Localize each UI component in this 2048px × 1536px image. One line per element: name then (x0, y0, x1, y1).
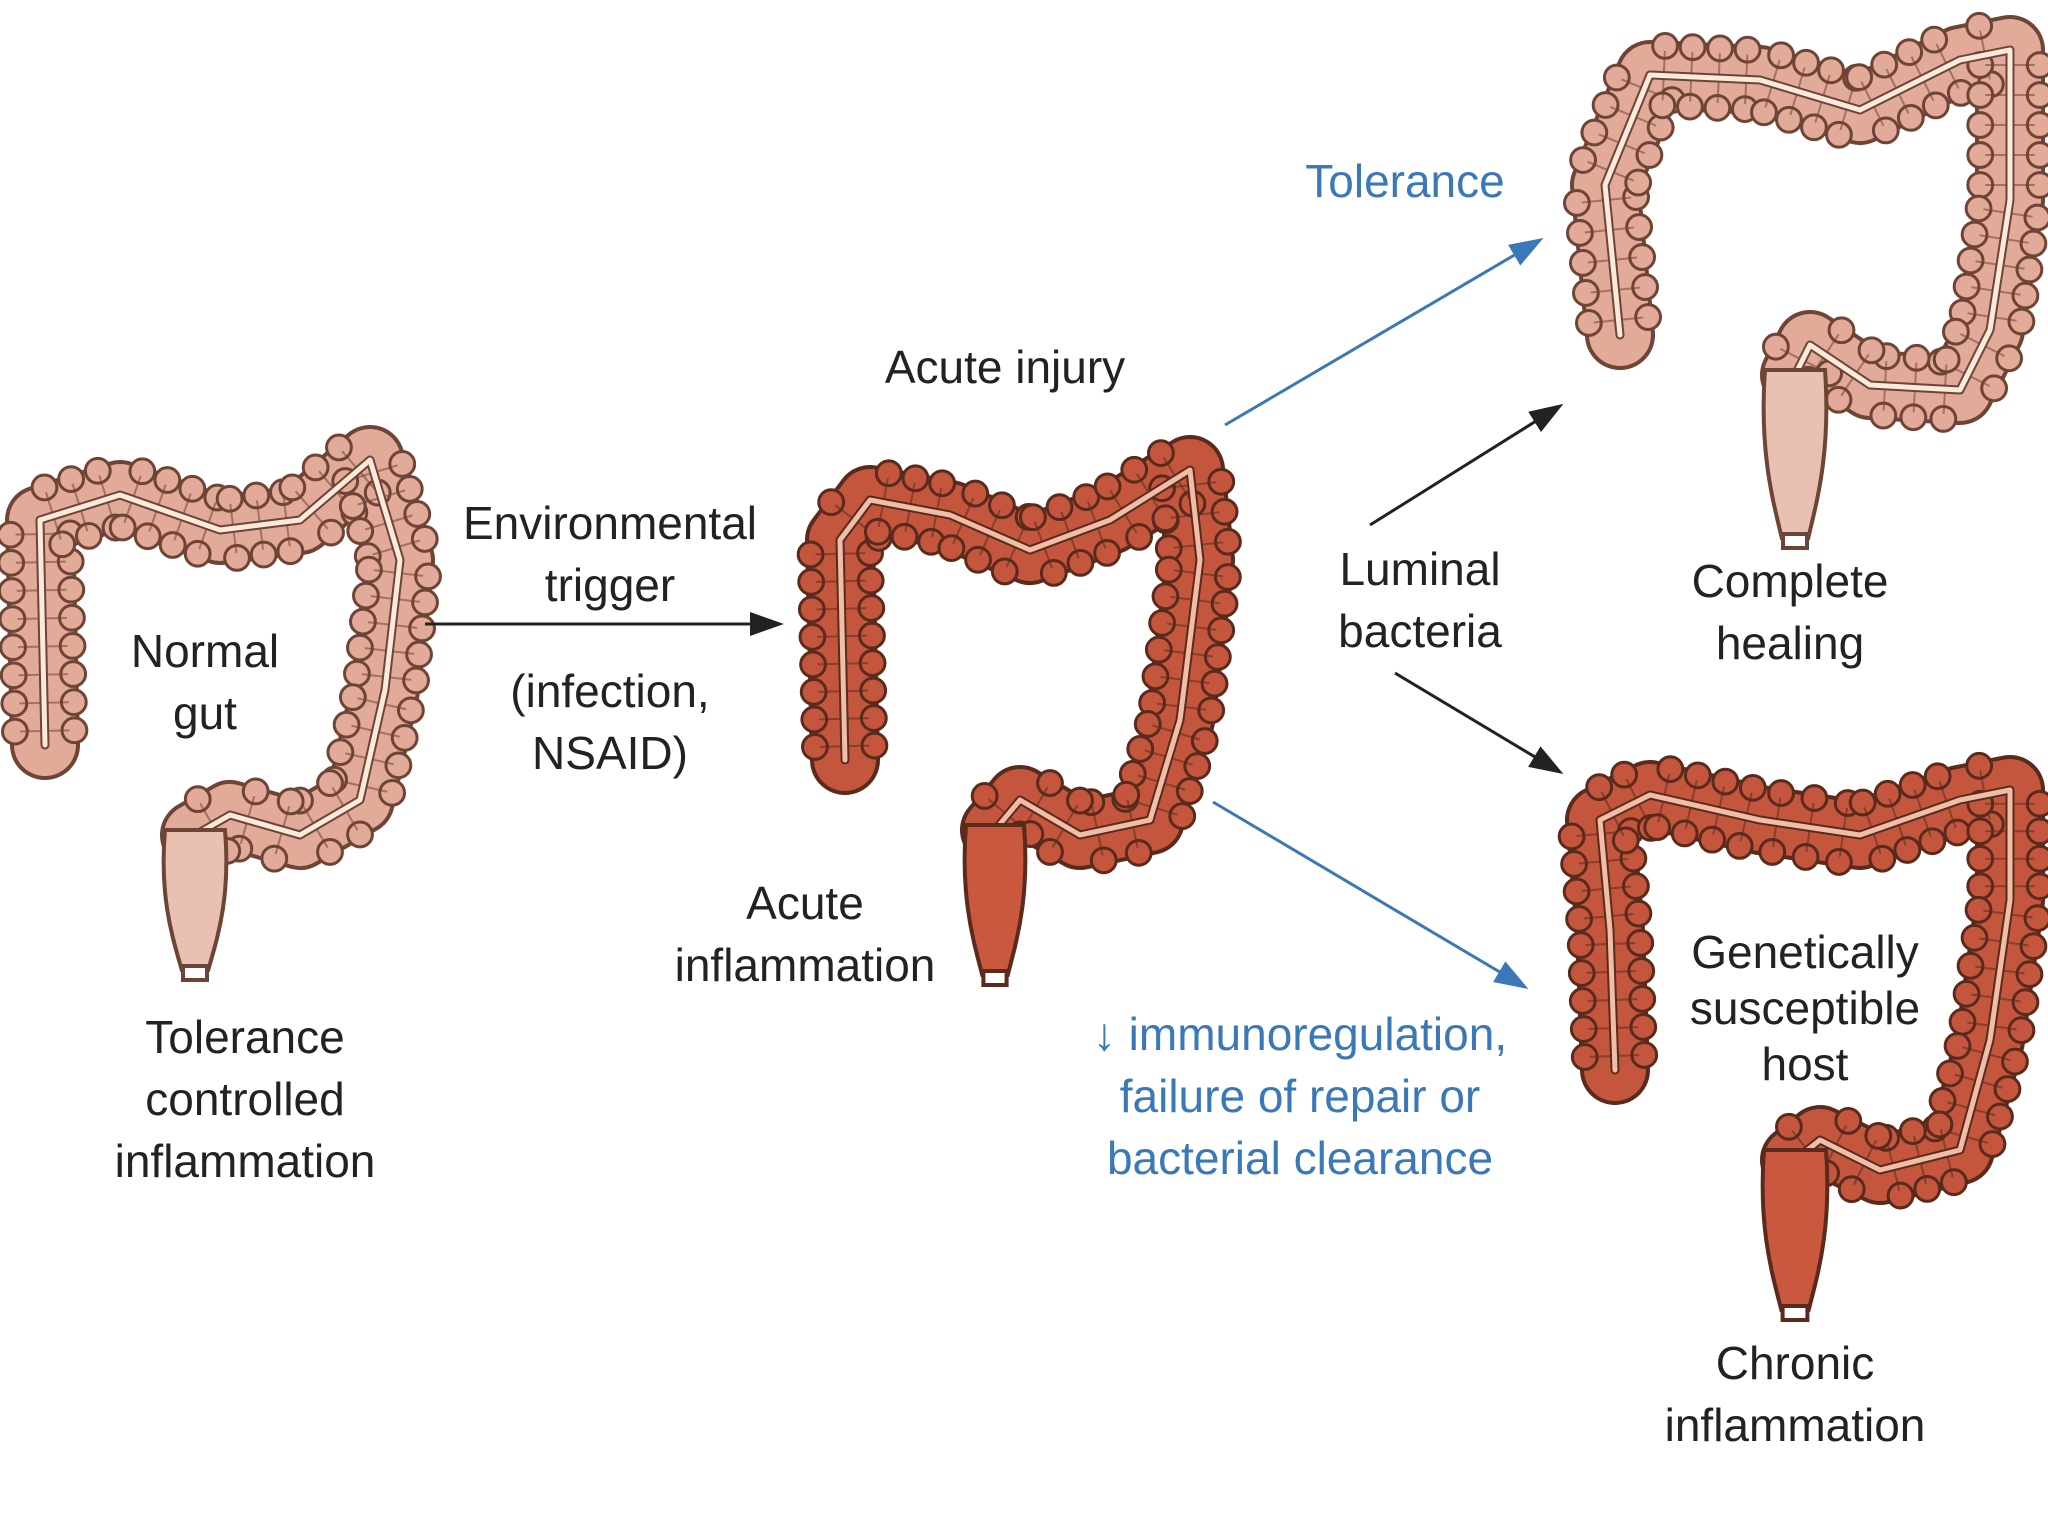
arrow-tolerance (1224, 237, 1544, 427)
label-tolerance: Tolerance (1305, 155, 1505, 207)
arrow-immunoregulation (1212, 800, 1529, 990)
chronic-inflamed-colon-illustration (1557, 751, 2048, 1322)
label-acute-injury: Acute injury (884, 341, 1126, 393)
acute-inflamed-colon-illustration (796, 435, 1242, 987)
arrow-bacteria-to-healing (1369, 403, 1564, 527)
healed-colon-illustration (1562, 11, 2048, 550)
normal-colon-illustration (0, 425, 442, 982)
arrow-bacteria-to-chronic (1394, 671, 1564, 775)
label-trigger-examples: (infection,NSAID) (510, 665, 710, 779)
